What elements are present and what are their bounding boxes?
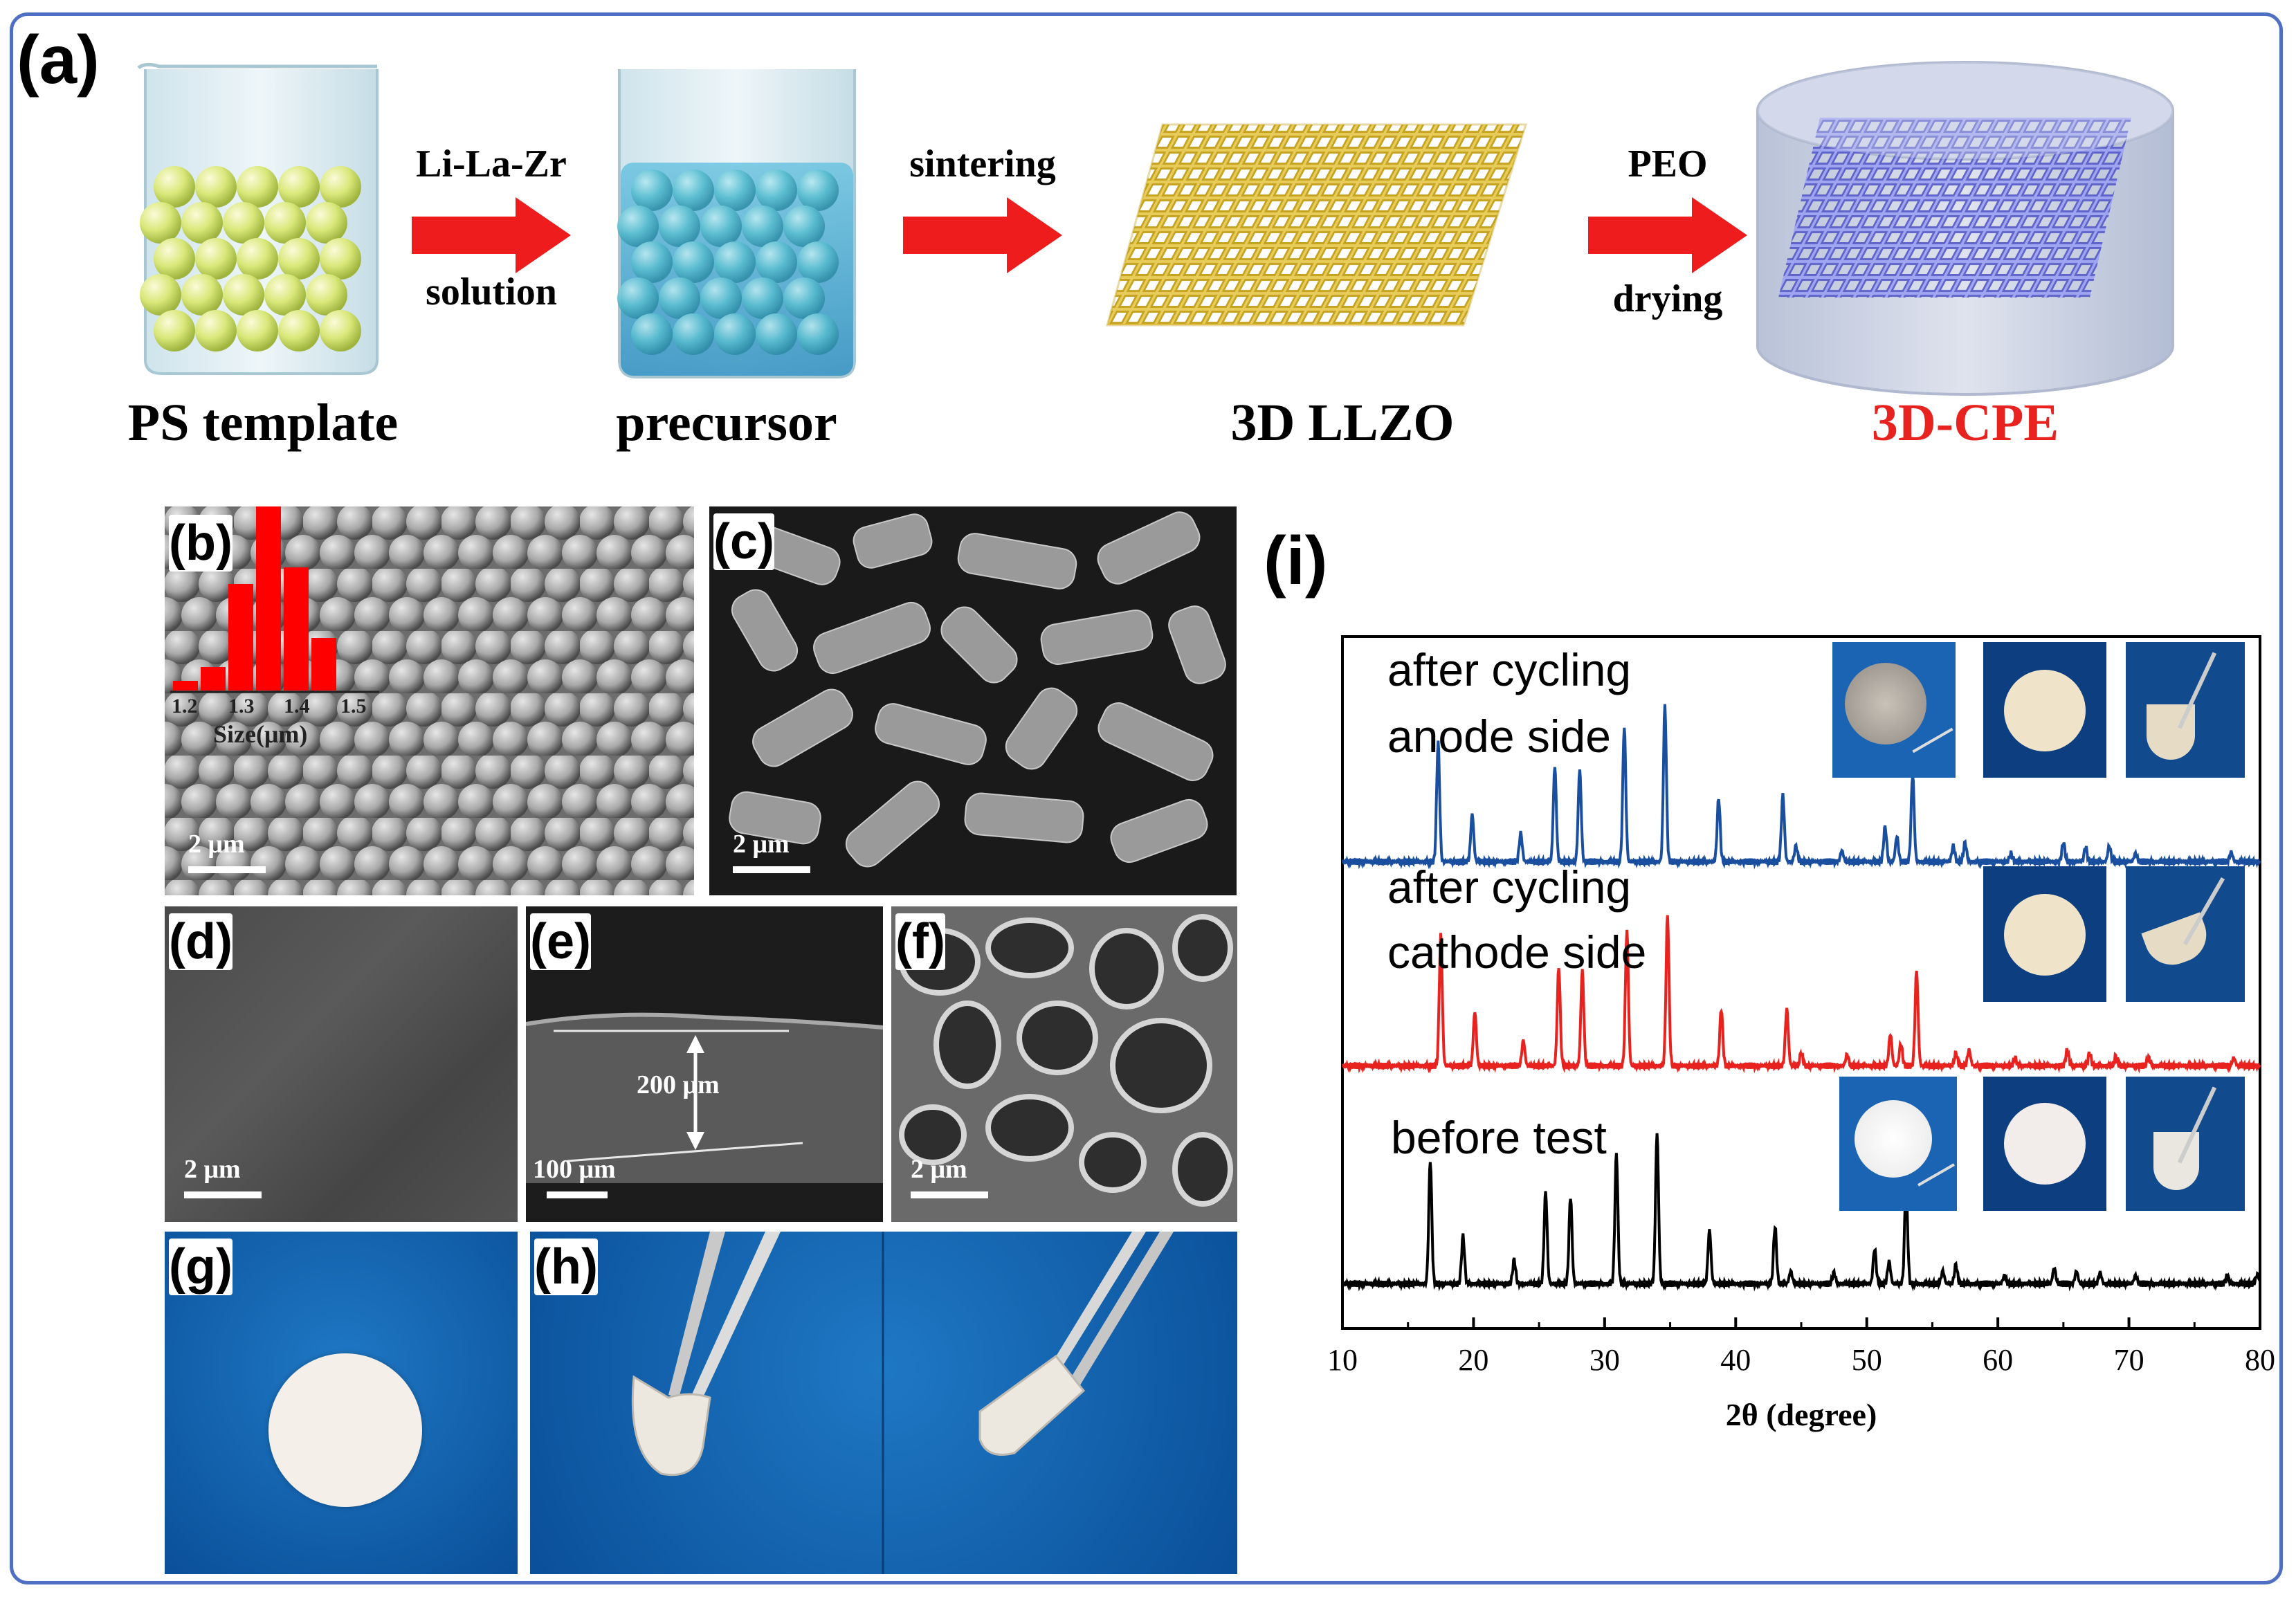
inset-before-bent (2126, 1077, 2245, 1211)
x-tick-label: 80 (2245, 1343, 2275, 1377)
panel-b-label: (b) (169, 515, 233, 572)
panel-d-scalebar (184, 1191, 262, 1198)
membrane-disc (268, 1353, 422, 1507)
hist-bar (228, 584, 253, 691)
panel-d-sem: (d) 2 μm (165, 906, 518, 1222)
panel-i-label: (i) (1264, 522, 1328, 599)
panel-b-scale-text: 2 μm (188, 830, 245, 859)
panel-c-scalebar (733, 866, 810, 873)
panel-g-photo: (g) (165, 1232, 518, 1574)
inset-anode-bent (2126, 642, 2245, 778)
panel-h-label: (h) (534, 1239, 598, 1295)
beaker-ps-template (137, 62, 379, 375)
inset-cathode-membrane (1983, 866, 2106, 1002)
cpe-cylinder (1756, 61, 2174, 396)
arrow-2-top-label: sintering (909, 143, 1056, 185)
arrow-1-top-label: Li-La-Zr (416, 143, 567, 185)
xrd-chart: 10 20 30 40 50 60 70 80 2θ (degree) (1327, 635, 2275, 1432)
annotation-anode-line2: anode side (1387, 711, 1611, 762)
size-histogram (170, 506, 379, 693)
panel-g-label: (g) (169, 1239, 233, 1295)
x-tick-label: 40 (1720, 1343, 1751, 1377)
panel-f-label: (f) (895, 913, 945, 970)
annotation-before-test: before test (1391, 1112, 1607, 1163)
panel-b-hist-tick: 1.4 (284, 695, 310, 718)
panel-c-label: (c) (713, 513, 774, 570)
panel-a-schematic (137, 61, 2174, 396)
arrow-2 (903, 197, 1062, 273)
panel-f-porous (899, 914, 1233, 1207)
x-tick-label: 20 (1458, 1343, 1488, 1377)
panel-b-sem: 1.2 1.3 1.4 1.5 Size(μm) (b) 2 μm (165, 506, 694, 895)
xrd-series-line (1342, 704, 2261, 870)
inset-before-membrane (1983, 1077, 2106, 1211)
x-axis-label: 2θ (degree) (1726, 1397, 1877, 1432)
panel-e-sem: (e) 200 μm 100 μm (526, 906, 883, 1222)
x-tick-label: 10 (1327, 1343, 1358, 1377)
arrow-1-bottom-label: solution (426, 271, 557, 313)
arrow-1 (412, 197, 571, 273)
hist-bar (173, 681, 198, 691)
panel-e-scalebar (547, 1191, 608, 1198)
panel-b-hist-tick: 1.5 (340, 695, 367, 718)
panel-b-hist-xlabel: Size(μm) (213, 720, 308, 748)
panel-f-scale-text: 2 μm (911, 1155, 967, 1184)
hist-bar (201, 667, 226, 691)
step-caption-3d-llzo: 3D LLZO (1230, 394, 1455, 452)
x-tick-label: 70 (2114, 1343, 2144, 1377)
x-tick-label: 60 (1983, 1343, 2013, 1377)
annotation-anode-line1: after cycling (1387, 644, 1632, 695)
hist-bar (256, 506, 281, 691)
panel-b-hist-tick: 1.3 (228, 695, 255, 718)
step-caption-3d-cpe: 3D-CPE (1871, 394, 2059, 452)
inset-anode-membrane (1983, 642, 2106, 778)
inset-anode-disc (1832, 642, 1956, 778)
panel-b-spheres (165, 506, 694, 895)
hist-bar (311, 638, 336, 691)
panel-f-scalebar (911, 1191, 988, 1198)
inset-cathode-bent (2126, 866, 2245, 1002)
xrd-series-line (1342, 1133, 2261, 1292)
annotation-cathode-line1: after cycling (1387, 861, 1632, 913)
panel-e-scale-text: 100 μm (533, 1155, 616, 1184)
panel-b-hist-tick: 1.2 (172, 695, 198, 718)
panel-c-scale-text: 2 μm (733, 830, 790, 859)
panel-h-tweezers (631, 1232, 1174, 1574)
beaker-precursor (617, 69, 856, 378)
xrd-series-line (1342, 915, 2261, 1074)
panel-a-label: (a) (17, 21, 100, 98)
panel-d-scale-text: 2 μm (184, 1155, 241, 1184)
arrow-3-top-label: PEO (1628, 143, 1708, 185)
plot-frame (1341, 635, 2261, 1330)
x-tick-label: 30 (1589, 1343, 1620, 1377)
panel-c-sem: (c) 2 μm (709, 506, 1237, 895)
inset-before-disc (1839, 1077, 1957, 1211)
panel-h-photo: (h) (530, 1232, 1237, 1574)
step-caption-ps-template: PS template (127, 394, 399, 452)
arrow-3 (1588, 197, 1747, 273)
panel-f-sem: (f) 2 μm (891, 906, 1237, 1222)
hist-bar (284, 567, 309, 691)
panel-e-cross-section (526, 1012, 883, 1183)
panel-e-thickness-text: 200 μm (637, 1070, 720, 1099)
panel-b-scalebar (188, 866, 266, 873)
x-tick-label: 50 (1852, 1343, 1882, 1377)
panel-e-label: (e) (530, 913, 591, 970)
panel-d-label: (d) (169, 913, 233, 970)
llzo-lattice (1106, 123, 1528, 327)
step-caption-precursor: precursor (616, 394, 837, 452)
arrow-3-bottom-label: drying (1612, 277, 1723, 320)
annotation-cathode-line2: cathode side (1387, 926, 1647, 978)
